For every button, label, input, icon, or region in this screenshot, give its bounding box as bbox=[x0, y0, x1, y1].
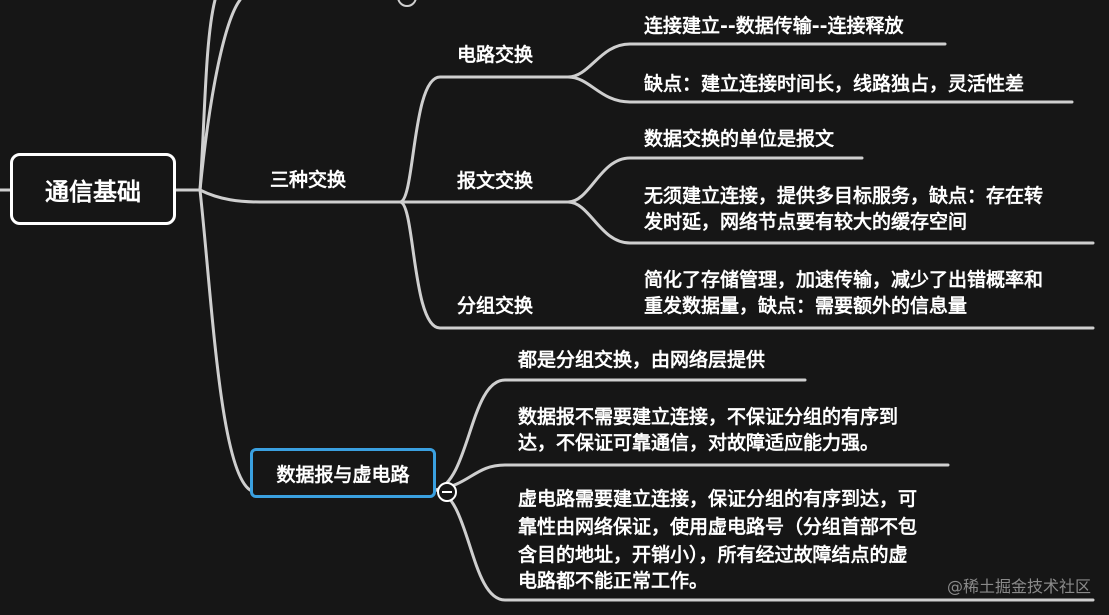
connector-switching-packet bbox=[398, 200, 570, 330]
watermark: @稀土掘金技术社区 bbox=[946, 577, 1091, 596]
connector-root-datagram bbox=[198, 188, 252, 492]
connector-message-note2 bbox=[566, 200, 1095, 245]
connector-datagram-note1 bbox=[434, 378, 807, 492]
node-circuit-switching[interactable]: 电路交换 bbox=[457, 44, 534, 66]
note-datagram-3b[interactable]: 靠性由网络保证，使用虚电路号（分组首部不包 bbox=[518, 516, 918, 538]
connector-circuit-note1 bbox=[566, 42, 947, 79]
note-datagram-3d[interactable]: 电路都不能正常工作。 bbox=[518, 570, 709, 592]
collapse-toggle-datagram[interactable] bbox=[437, 482, 457, 502]
note-message-2a[interactable]: 无须建立连接，提供多目标服务，缺点：存在转 bbox=[644, 185, 1044, 207]
note-datagram-2b[interactable]: 达，不保证可靠通信，对故障适应能力强。 bbox=[518, 432, 880, 454]
note-message-1[interactable]: 数据交换的单位是报文 bbox=[644, 128, 835, 150]
note-datagram-2a[interactable]: 数据报不需要建立连接，不保证分组的有序到 bbox=[518, 406, 899, 428]
node-datagram-label: 数据报与虚电路 bbox=[276, 463, 410, 486]
note-circuit-1[interactable]: 连接建立--数据传输--连接释放 bbox=[644, 15, 904, 37]
note-datagram-3c[interactable]: 含目的地址，开销小），所有经过故障结点的虚 bbox=[518, 544, 908, 566]
note-packet-1a[interactable]: 简化了存储管理，加速传输，减少了出错概率和 bbox=[644, 269, 1044, 291]
collapse-toggle-top[interactable] bbox=[397, 0, 417, 7]
note-datagram-3a[interactable]: 虚电路需要建立连接，保证分组的有序到达，可 bbox=[518, 488, 918, 510]
note-message-2b[interactable]: 发时延，网络节点要有较大的缓存空间 bbox=[644, 211, 968, 233]
root-node-label: 通信基础 bbox=[45, 177, 141, 206]
note-packet-1b[interactable]: 重发数据量，缺点：需要额外的信息量 bbox=[644, 295, 968, 317]
node-switching[interactable]: 三种交换 bbox=[270, 169, 347, 191]
node-datagram-virtual-circuit[interactable]: 数据报与虚电路 bbox=[250, 448, 436, 498]
connector-message-note1 bbox=[566, 156, 864, 204]
note-datagram-1[interactable]: 都是分组交换，由网络层提供 bbox=[518, 349, 766, 371]
connector-switching-circuit bbox=[398, 75, 570, 204]
connector-root-top-2 bbox=[198, 0, 242, 192]
node-message-switching[interactable]: 报文交换 bbox=[457, 170, 534, 192]
root-node[interactable]: 通信基础 bbox=[10, 153, 176, 225]
note-circuit-2[interactable]: 缺点：建立连接时间长，线路独占，灵活性差 bbox=[644, 73, 1025, 95]
node-packet-switching[interactable]: 分组交换 bbox=[457, 295, 534, 317]
connector-root-switching bbox=[198, 188, 402, 204]
connector-circuit-note2 bbox=[566, 75, 1074, 104]
